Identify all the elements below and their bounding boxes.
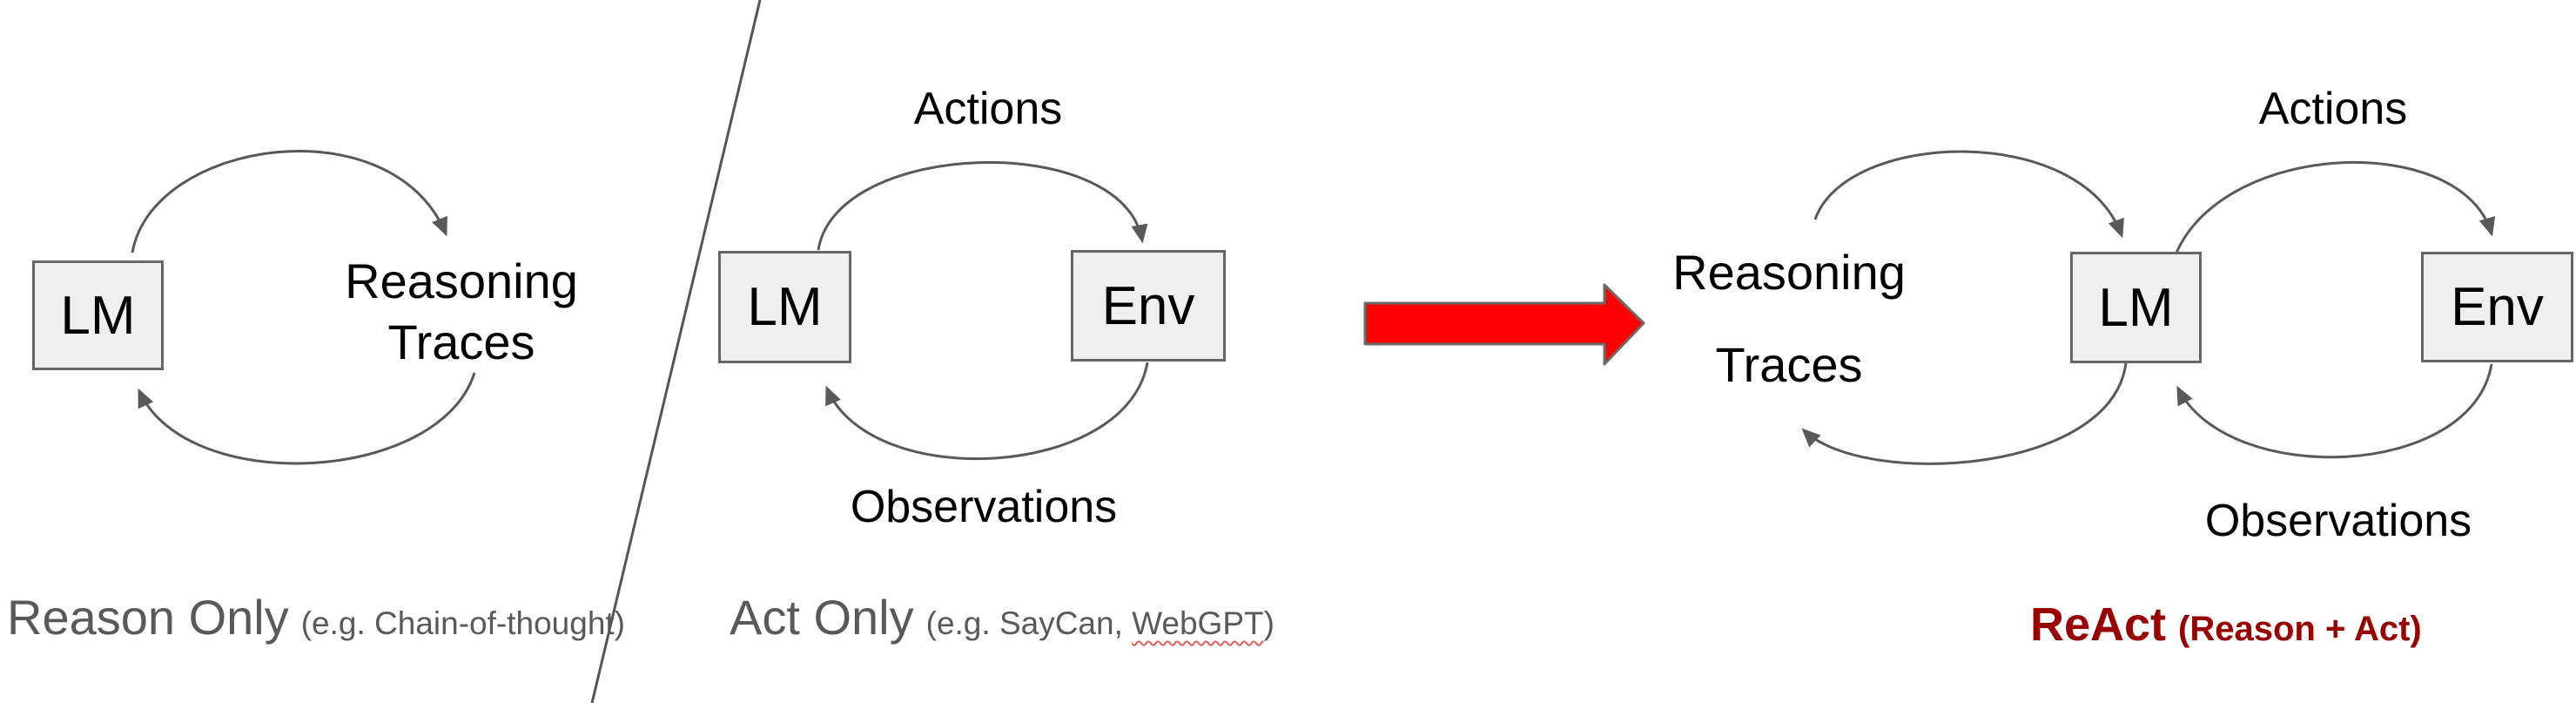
observations-label-react: Observations bbox=[2204, 496, 2472, 546]
observations-arc-middle bbox=[825, 362, 1149, 461]
react-reason-loop-bottom-arc bbox=[1801, 362, 2128, 465]
actions-label-middle: Actions bbox=[913, 84, 1063, 134]
reason-loop-bottom-arc bbox=[138, 372, 476, 465]
env-box-act-only: Env bbox=[1071, 250, 1226, 362]
caption-reason-only-note: (e.g. Chain-of-thought) bbox=[300, 605, 625, 641]
lm-box-label: LM bbox=[60, 285, 136, 346]
actions-arc-react bbox=[2175, 160, 2496, 253]
caption-reason-only-title: Reason Only bbox=[7, 590, 289, 645]
caption-act-only: Act Only (e.g. SayCan, WebGPT) bbox=[730, 589, 1275, 646]
lm-box-label: LM bbox=[2098, 277, 2174, 338]
env-box-label: Env bbox=[2451, 277, 2544, 337]
caption-reason-only: Reason Only (e.g. Chain-of-thought) bbox=[7, 589, 625, 646]
reasoning-traces-label-react: Reasoning Traces bbox=[1671, 226, 1907, 411]
caption-act-only-title: Act Only bbox=[730, 590, 914, 645]
panel-divider-line bbox=[590, 0, 762, 703]
observations-arc-react bbox=[2176, 363, 2493, 459]
env-box-react: Env bbox=[2421, 252, 2573, 362]
reasoning-line: Reasoning bbox=[1672, 245, 1906, 300]
reasoning-line: Reasoning bbox=[345, 253, 578, 308]
note-suffix: ) bbox=[1263, 605, 1275, 641]
lm-box-reason-only: LM bbox=[32, 260, 164, 370]
caption-react-note: (Reason + Act) bbox=[2178, 610, 2422, 648]
lm-box-act-only: LM bbox=[718, 251, 851, 363]
env-box-label: Env bbox=[1101, 275, 1195, 336]
actions-arc-middle bbox=[817, 160, 1148, 251]
lm-box-label: LM bbox=[747, 277, 823, 337]
caption-act-only-note: (e.g. SayCan, WebGPT) bbox=[926, 605, 1275, 642]
reason-loop-top-arc bbox=[131, 150, 447, 253]
lm-box-react: LM bbox=[2070, 252, 2202, 363]
red-transform-arrow bbox=[1363, 283, 1645, 366]
reasoning-traces-label-left: Reasoning Traces bbox=[344, 251, 579, 373]
webgpt-spellcheck-word: WebGPT bbox=[1132, 605, 1264, 641]
caption-react-title: ReAct bbox=[2030, 598, 2167, 651]
traces-line: Traces bbox=[1715, 337, 1863, 392]
traces-line: Traces bbox=[387, 314, 535, 369]
actions-label-react: Actions bbox=[2258, 84, 2408, 134]
react-reason-loop-top-arc bbox=[1813, 150, 2124, 239]
observations-label-middle: Observations bbox=[850, 482, 1118, 532]
caption-react: ReAct (Reason + Act) bbox=[2030, 598, 2422, 652]
note-prefix: (e.g. SayCan, bbox=[925, 605, 1133, 641]
